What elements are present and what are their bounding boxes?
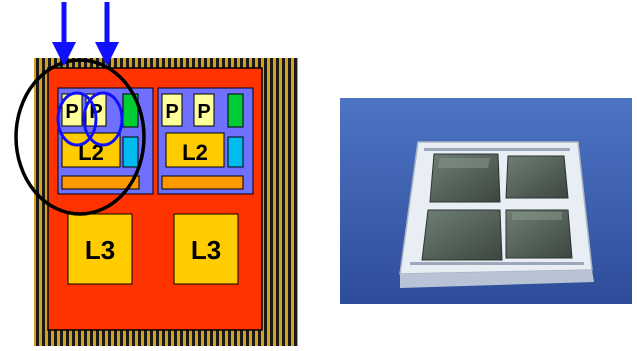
chip-right-core-2-label: P xyxy=(197,101,210,123)
mcm-photo xyxy=(340,98,632,304)
chip-right-bus xyxy=(162,176,243,189)
chip-right-core-1-label: P xyxy=(165,101,178,123)
cmp-schematic: P P L2 P P L2 L3 L3 xyxy=(0,0,340,351)
l3-right-label: L3 xyxy=(191,235,221,265)
die-bottom-left xyxy=(422,210,502,260)
chip-right-cyan-unit xyxy=(228,137,243,167)
chip-right-green-unit xyxy=(228,94,243,127)
die-glare xyxy=(438,158,490,168)
chip-left-cyan-unit xyxy=(123,137,138,167)
chip-left-core-1-label: P xyxy=(65,101,78,123)
die-glare-2 xyxy=(512,212,562,220)
l3-left-label: L3 xyxy=(85,235,115,265)
die-top-right xyxy=(506,156,568,198)
arrow-right-down-arrow-icon xyxy=(95,2,119,66)
chip-right-l2-label: L2 xyxy=(182,140,208,165)
arrow-left-down-arrow-icon xyxy=(52,2,76,66)
